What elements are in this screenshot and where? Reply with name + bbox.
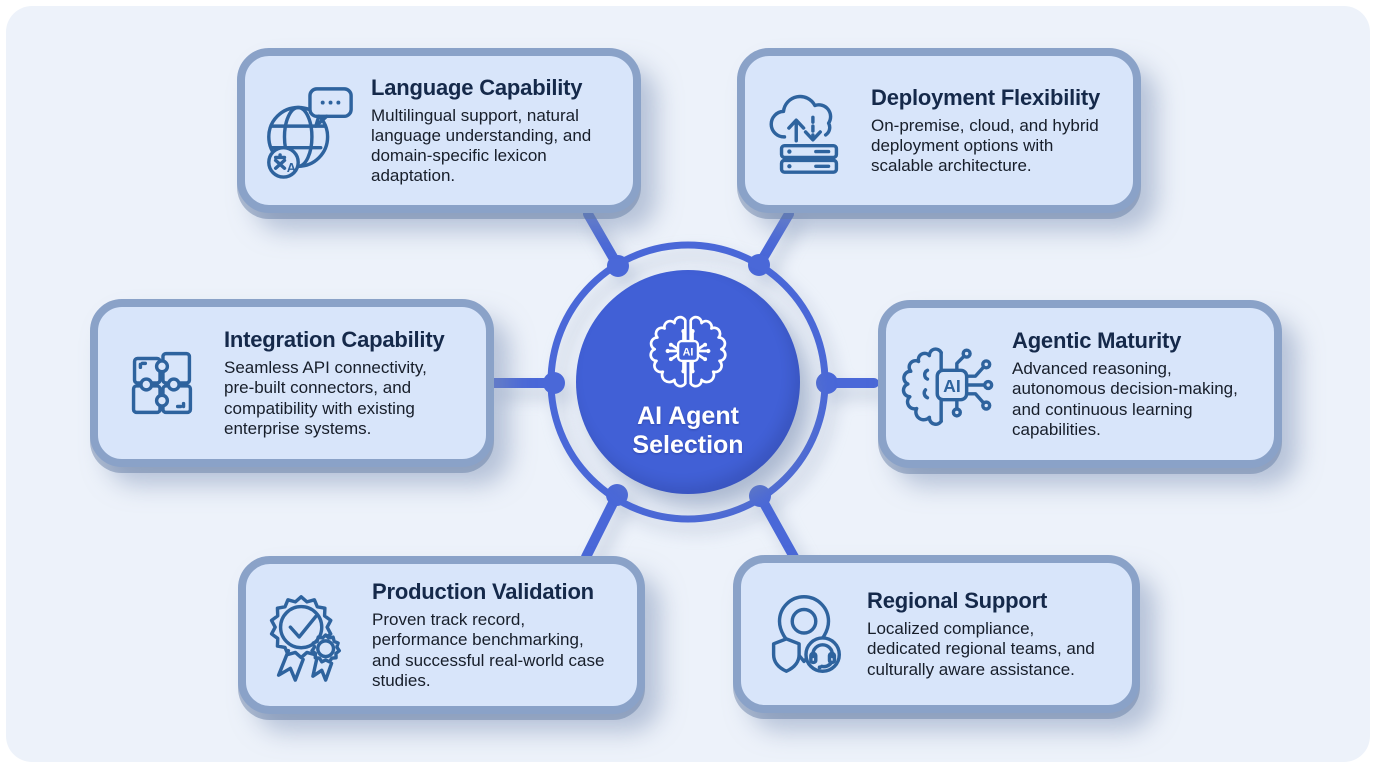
card-content: Language Capability Multilingual support… bbox=[371, 75, 633, 186]
puzzle-icon bbox=[131, 351, 193, 415]
card-title: Production Validation bbox=[372, 579, 594, 605]
card-description: Localized compliance, dedicated regional… bbox=[867, 619, 1095, 679]
card-title: Integration Capability bbox=[224, 327, 445, 353]
card-description: Seamless API connectivity, pre-built con… bbox=[224, 358, 427, 438]
award-check-icon bbox=[269, 595, 341, 682]
brain-ai-chip-icon: AI bbox=[649, 315, 727, 388]
card-content: Integration Capability Seamless API conn… bbox=[224, 327, 486, 438]
card-description: Proven track record, performance benchma… bbox=[372, 610, 605, 690]
card-icon-wrap bbox=[741, 585, 867, 683]
card-title: Agentic Maturity bbox=[1012, 328, 1182, 354]
globe-translate-icon: A bbox=[267, 86, 353, 179]
hub-circle: AI AI Agent Selection bbox=[576, 270, 800, 494]
svg-text:AI: AI bbox=[943, 376, 961, 396]
card-icon-wrap bbox=[745, 82, 871, 180]
card-integration-capability: Integration Capability Seamless API conn… bbox=[90, 299, 494, 467]
card-content: Production Validation Proven track recor… bbox=[372, 579, 637, 690]
card-icon-wrap: A bbox=[245, 82, 371, 180]
card-icon-wrap bbox=[98, 334, 224, 432]
connector-node-left bbox=[543, 372, 565, 394]
card-regional-support: Regional Support Localized compliance, d… bbox=[733, 555, 1140, 713]
card-language-capability: A Language Capability Multilingual suppo… bbox=[237, 48, 641, 213]
hub-label: AI Agent Selection bbox=[632, 401, 744, 460]
svg-text:A: A bbox=[287, 160, 296, 175]
pin-support-icon bbox=[771, 595, 841, 673]
card-deployment-flexibility: Deployment Flexibility On-premise, cloud… bbox=[737, 48, 1141, 213]
cloud-deploy-icon bbox=[769, 94, 839, 174]
connector-node-bottom-left bbox=[606, 484, 628, 506]
card-description: Multilingual support, natural language u… bbox=[371, 105, 592, 186]
card-description: Advanced reasoning, autonomous decision-… bbox=[1012, 359, 1238, 439]
svg-text:AI: AI bbox=[683, 346, 694, 358]
card-content: Regional Support Localized compliance, d… bbox=[867, 588, 1132, 679]
card-title: Deployment Flexibility bbox=[871, 84, 1101, 110]
card-icon-wrap bbox=[246, 586, 372, 684]
card-production-validation: Production Validation Proven track recor… bbox=[238, 556, 645, 714]
connector-node-top-left bbox=[607, 255, 629, 277]
brain-circuit-icon: AI bbox=[901, 347, 994, 426]
card-title: Language Capability bbox=[371, 74, 583, 100]
card-icon-wrap: AI bbox=[886, 335, 1012, 433]
card-agentic-maturity: AI Agentic Maturity Advanced reasoning, … bbox=[878, 300, 1282, 468]
connector-node-bottom-right bbox=[749, 485, 771, 507]
connector-line-bottom-right bbox=[755, 491, 799, 562]
connector-line-bottom-left bbox=[581, 490, 622, 562]
connector-node-top-right bbox=[748, 254, 770, 276]
card-description: On-premise, cloud, and hybrid deployment… bbox=[871, 115, 1099, 176]
connector-node-right bbox=[816, 372, 838, 394]
card-content: Deployment Flexibility On-premise, cloud… bbox=[871, 85, 1133, 176]
card-title: Regional Support bbox=[867, 588, 1048, 614]
card-content: Agentic Maturity Advanced reasoning, aut… bbox=[1012, 328, 1274, 439]
